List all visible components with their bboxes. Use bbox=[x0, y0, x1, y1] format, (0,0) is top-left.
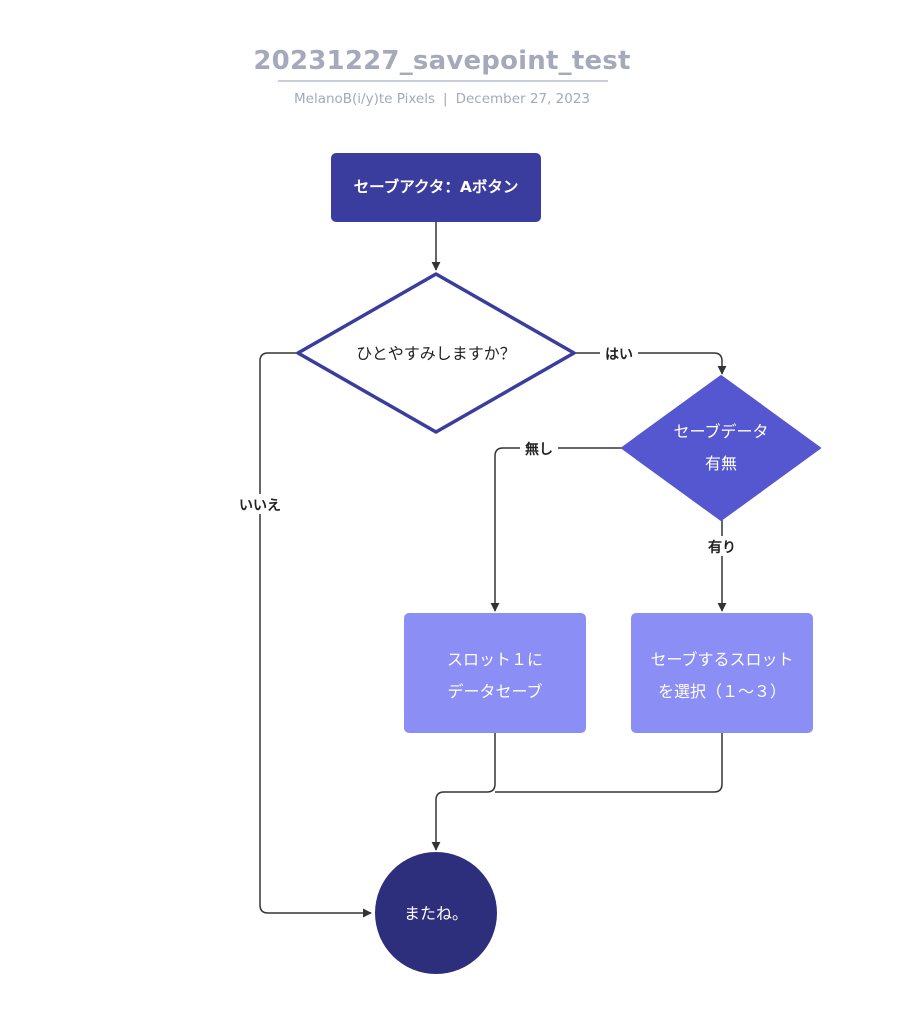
edge-none bbox=[490, 447, 622, 612]
edge-slot1-to-end bbox=[431, 733, 496, 851]
node-decision-save-data[interactable]: セーブデータ 有無 bbox=[621, 375, 821, 521]
node-decision-rest[interactable]: ひとやすみしますか？ bbox=[296, 272, 576, 434]
choose-slot-box bbox=[631, 613, 813, 733]
node-start[interactable]: セーブアクタ：Aボタン bbox=[331, 153, 541, 222]
start-label: セーブアクタ：Aボタン bbox=[354, 177, 519, 196]
decision-rest-label: ひとやすみしますか？ bbox=[356, 344, 516, 363]
author-name: MelanoB(i/y)te Pixels bbox=[293, 91, 436, 107]
save-slot1-line2: データセーブ bbox=[447, 682, 542, 701]
node-end[interactable]: またね。 bbox=[375, 852, 497, 974]
decision-save-data-line2: 有無 bbox=[705, 454, 737, 473]
end-circle bbox=[375, 852, 497, 974]
title-underline bbox=[278, 80, 608, 82]
edges bbox=[259, 222, 727, 918]
edge-choose-to-end bbox=[495, 733, 723, 793]
choose-slot-line1: セーブするスロット bbox=[650, 650, 793, 669]
subtitle-separator: | bbox=[443, 91, 448, 107]
decision-save-data-diamond bbox=[621, 375, 821, 521]
edge-label-none: 無し bbox=[525, 441, 553, 458]
save-slot1-line1: スロット１に bbox=[447, 650, 543, 669]
start-box bbox=[331, 153, 541, 222]
edge-label-exists: 有り bbox=[708, 539, 736, 556]
diagram-date: December 27, 2023 bbox=[455, 91, 590, 107]
diagram-title: 20231227_savepoint_test bbox=[253, 46, 631, 76]
edge-label-yes: はい bbox=[605, 347, 633, 363]
diagram-subtitle: MelanoB(i/y)te Pixels | December 27, 2023 bbox=[0, 91, 884, 107]
edge-yes bbox=[574, 352, 727, 375]
edge-labels: はい いいえ 無し 有り bbox=[232, 344, 741, 556]
node-save-slot1[interactable]: スロット１に データセーブ bbox=[404, 613, 586, 733]
save-slot1-box bbox=[404, 613, 586, 733]
choose-slot-line2: を選択（１～３） bbox=[658, 682, 786, 701]
end-label: またね。 bbox=[404, 904, 468, 923]
node-choose-slot[interactable]: セーブするスロット を選択（１～３） bbox=[631, 613, 813, 733]
decision-rest-diamond bbox=[296, 272, 576, 434]
decision-save-data-line1: セーブデータ bbox=[673, 422, 768, 441]
edge-label-no: いいえ bbox=[239, 498, 281, 514]
edge-no bbox=[259, 352, 372, 918]
